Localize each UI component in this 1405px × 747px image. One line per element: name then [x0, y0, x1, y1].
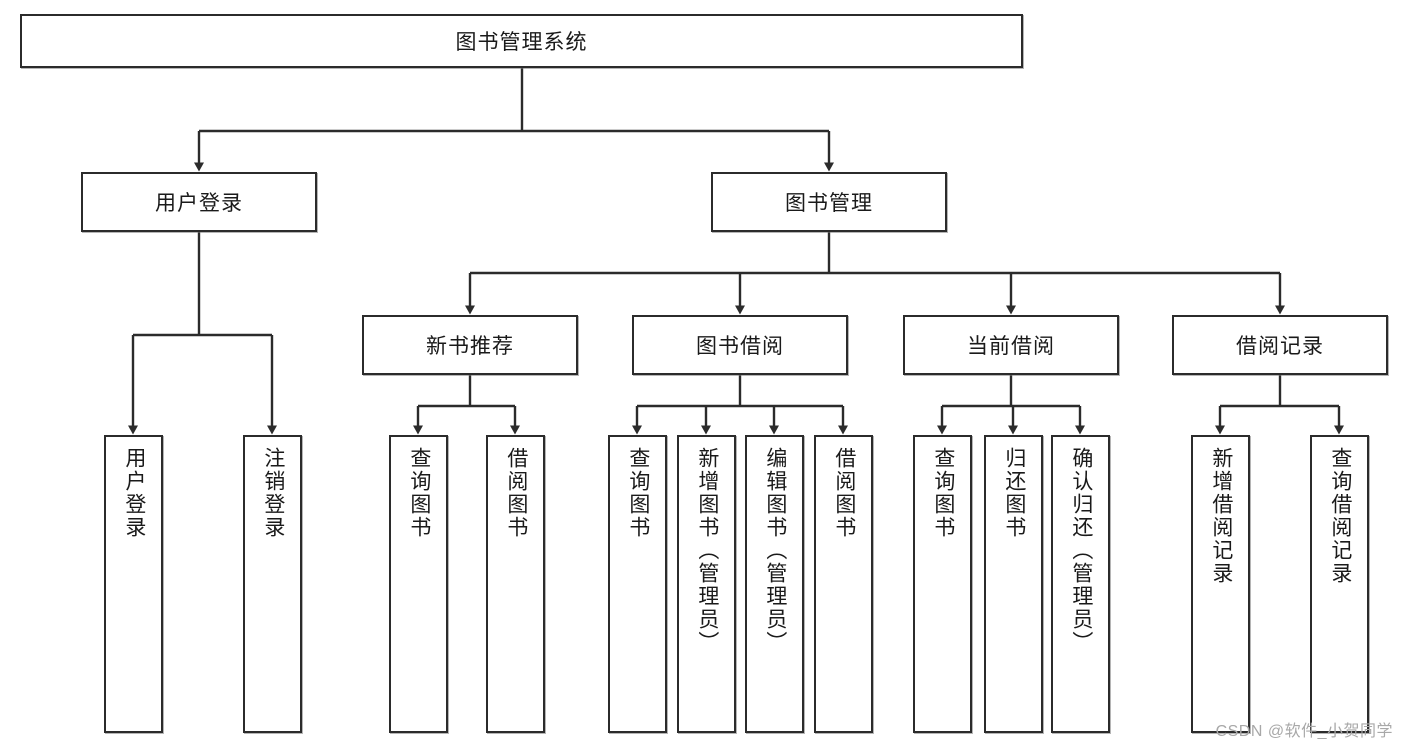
node-leaf-borrow-book-label: 借阅图书 — [832, 447, 856, 539]
node-leaf-add-record-label: 新增借阅记录 — [1209, 447, 1233, 585]
node-root-label: 图书管理系统 — [455, 31, 588, 54]
edge-newbook-to-leaves — [413, 375, 520, 435]
node-new-book-rec-label: 新书推荐 — [426, 335, 514, 358]
node-leaf-query-record-label: 查询借阅记录 — [1328, 447, 1352, 585]
node-book-manage[interactable]: 图书管理 — [711, 172, 947, 232]
edge-userlogin-to-leaves — [128, 232, 277, 435]
node-leaf-user-login-label: 用户登录 — [122, 447, 146, 539]
node-leaf-edit-book[interactable]: 编辑图书（管理员） — [745, 435, 804, 733]
node-book-borrow-label: 图书借阅 — [696, 335, 784, 358]
edge-borrowrecord-to-leaves — [1215, 375, 1344, 435]
node-leaf-borrow-book-rec-label: 借阅图书 — [504, 447, 528, 539]
node-current-borrow-label: 当前借阅 — [967, 335, 1055, 358]
node-leaf-query-book-cur-label: 查询图书 — [931, 447, 955, 539]
watermark-text: CSDN @软件_小贺同学 — [1215, 723, 1393, 740]
node-borrow-record[interactable]: 借阅记录 — [1172, 315, 1388, 375]
node-leaf-query-book[interactable]: 查询图书 — [608, 435, 667, 733]
node-leaf-borrow-book[interactable]: 借阅图书 — [814, 435, 873, 733]
node-leaf-return-book[interactable]: 归还图书 — [984, 435, 1043, 733]
node-book-manage-label: 图书管理 — [785, 192, 873, 215]
node-user-login[interactable]: 用户登录 — [81, 172, 317, 232]
node-leaf-add-book[interactable]: 新增图书（管理员） — [677, 435, 736, 733]
node-new-book-rec[interactable]: 新书推荐 — [362, 315, 578, 375]
node-leaf-edit-book-label: 编辑图书（管理员） — [763, 447, 787, 654]
node-book-borrow[interactable]: 图书借阅 — [632, 315, 848, 375]
node-leaf-query-book-cur[interactable]: 查询图书 — [913, 435, 972, 733]
node-leaf-borrow-book-rec[interactable]: 借阅图书 — [486, 435, 545, 733]
node-leaf-user-login[interactable]: 用户登录 — [104, 435, 163, 733]
node-leaf-query-book-rec[interactable]: 查询图书 — [389, 435, 448, 733]
edge-bookborrow-to-leaves — [632, 375, 848, 435]
node-leaf-return-book-label: 归还图书 — [1002, 447, 1026, 539]
node-leaf-add-record[interactable]: 新增借阅记录 — [1191, 435, 1250, 733]
node-current-borrow[interactable]: 当前借阅 — [903, 315, 1119, 375]
node-leaf-confirm-return[interactable]: 确认归还（管理员） — [1051, 435, 1110, 733]
node-borrow-record-label: 借阅记录 — [1236, 335, 1324, 358]
node-leaf-user-logout-label: 注销登录 — [261, 447, 285, 539]
node-leaf-query-book-rec-label: 查询图书 — [407, 447, 431, 539]
node-leaf-confirm-return-label: 确认归还（管理员） — [1069, 447, 1093, 654]
edge-bookmanage-to-level3 — [465, 232, 1285, 315]
node-root[interactable]: 图书管理系统 — [20, 14, 1023, 68]
edge-root-to-level2 — [194, 68, 834, 172]
node-leaf-query-book-label: 查询图书 — [626, 447, 650, 539]
node-leaf-user-logout[interactable]: 注销登录 — [243, 435, 302, 733]
node-leaf-query-record[interactable]: 查询借阅记录 — [1310, 435, 1369, 733]
edge-currentborrow-to-leaves — [937, 375, 1085, 435]
node-leaf-add-book-label: 新增图书（管理员） — [695, 447, 719, 654]
node-user-login-label: 用户登录 — [155, 192, 243, 215]
